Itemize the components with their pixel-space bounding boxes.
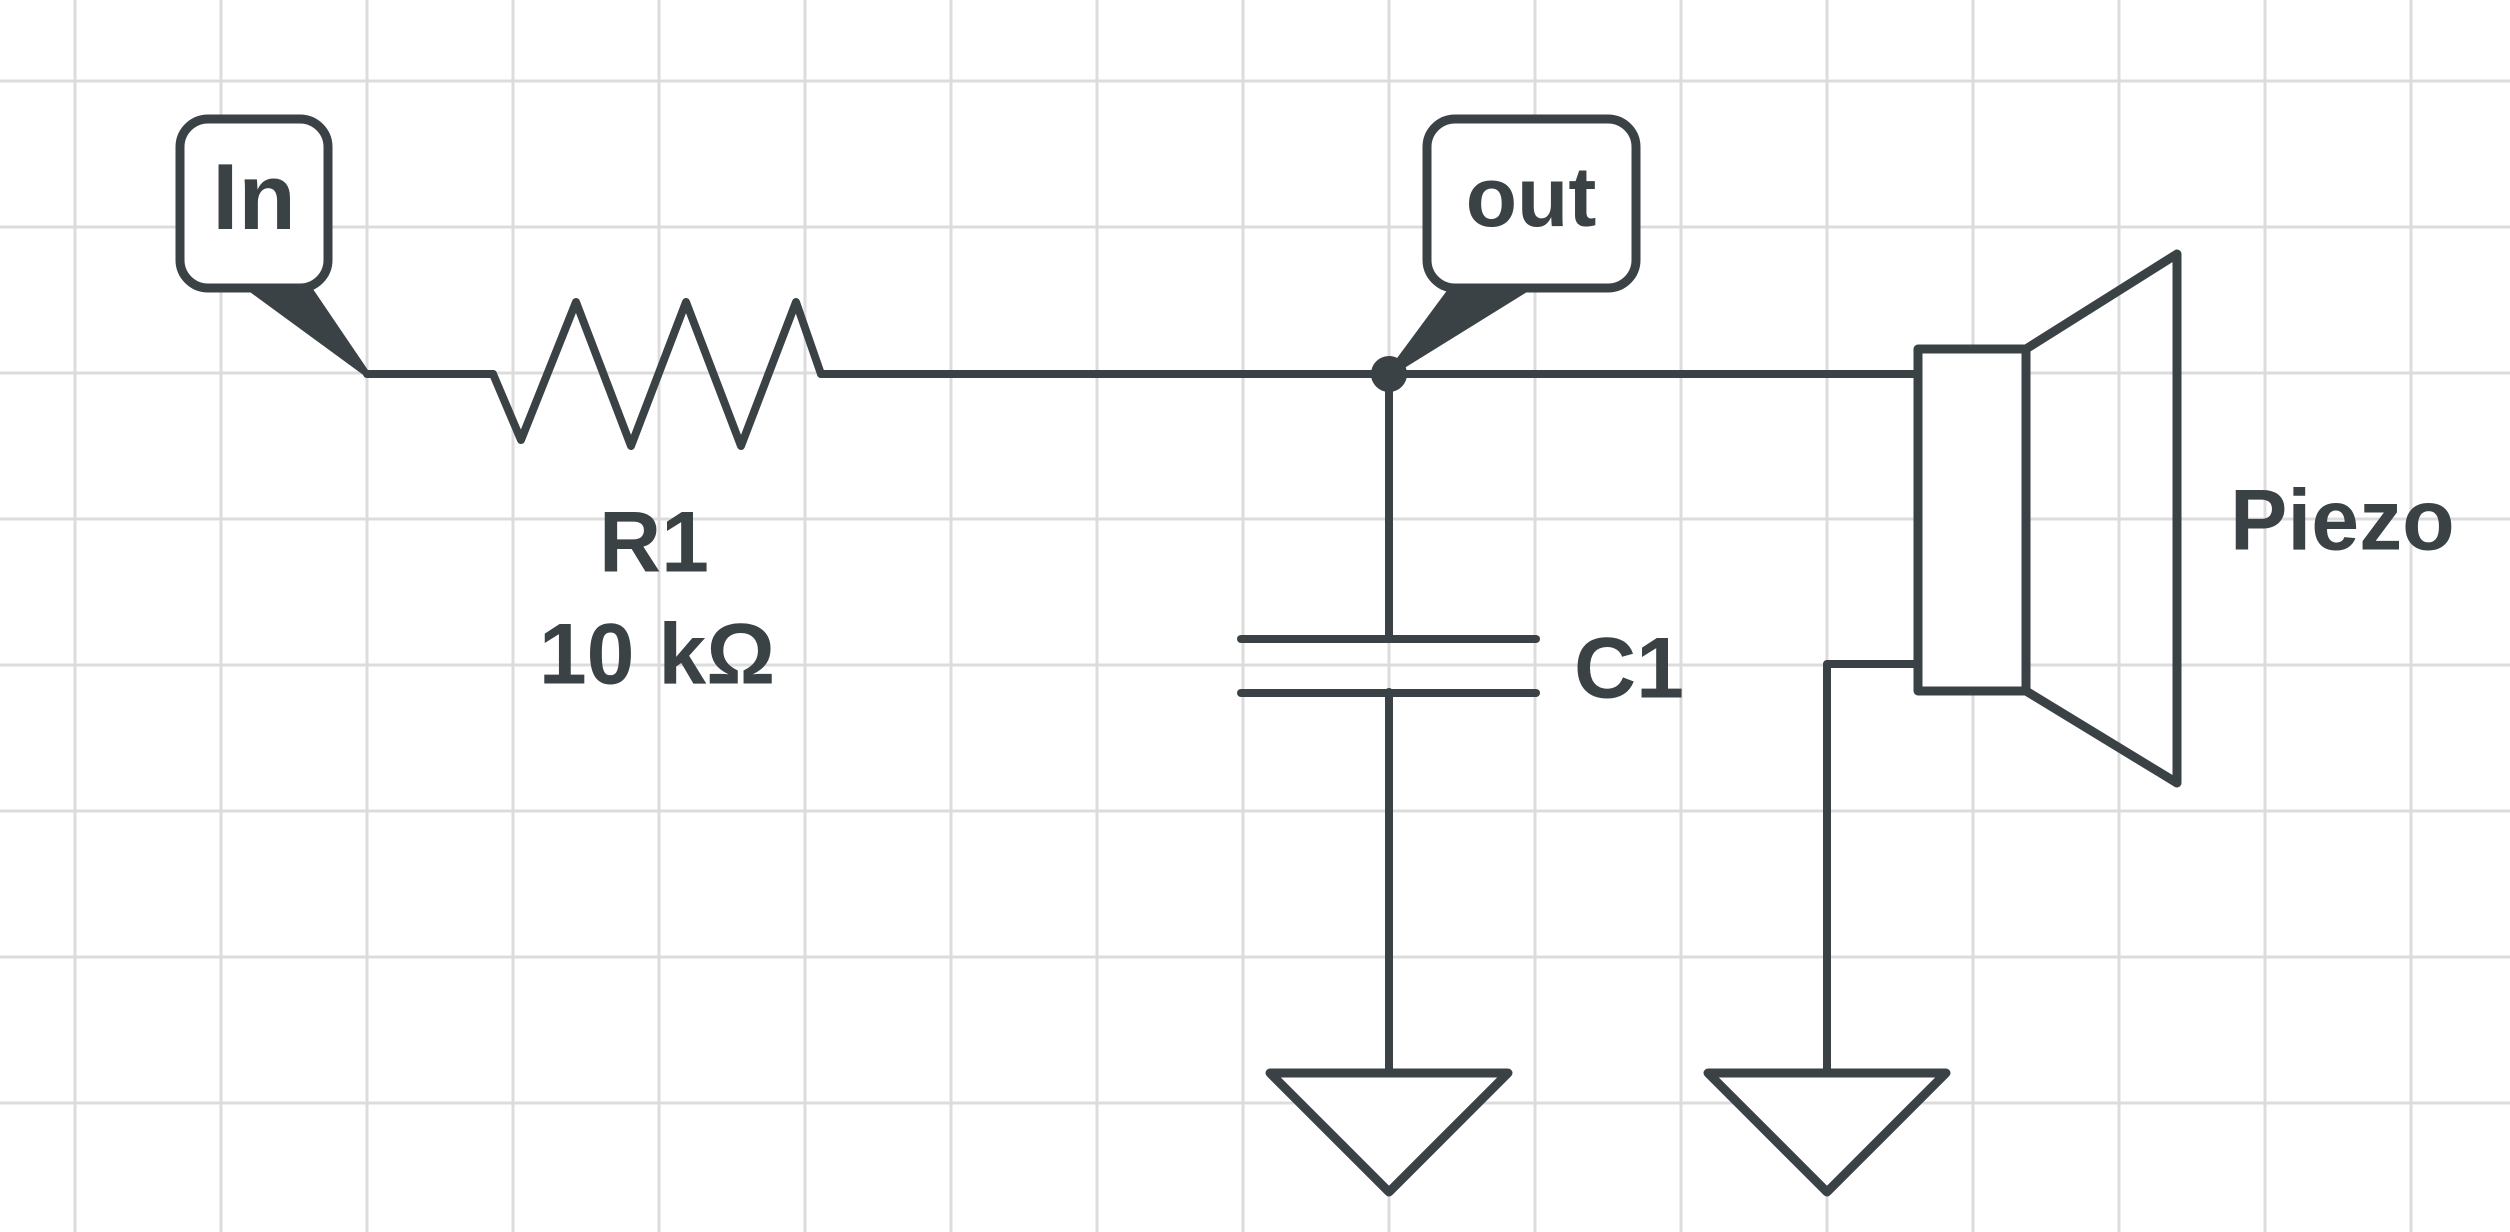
- r1-reference-label: R1: [599, 495, 709, 591]
- ground-symbol: [1265, 1068, 1513, 1197]
- wire-piezo-to-ground[interactable]: [1823, 660, 1922, 1076]
- piezo-reference-label: Piezo: [2230, 473, 2455, 569]
- wires: [363, 370, 1922, 1076]
- r1-value-label: 10 kΩ: [539, 607, 775, 703]
- capacitor-c1-symbol[interactable]: [1237, 635, 1540, 697]
- in-port-label: In: [212, 144, 296, 249]
- out-port-label: out: [1466, 150, 1597, 244]
- out-port-flag[interactable]: out: [1386, 114, 1641, 377]
- ground-symbol: [1703, 1068, 1951, 1197]
- resistor-r1-symbol[interactable]: [489, 298, 825, 450]
- in-port-flag[interactable]: In: [175, 114, 370, 377]
- c1-reference-label: C1: [1574, 621, 1684, 717]
- piezo-speaker-symbol[interactable]: [1913, 249, 2182, 788]
